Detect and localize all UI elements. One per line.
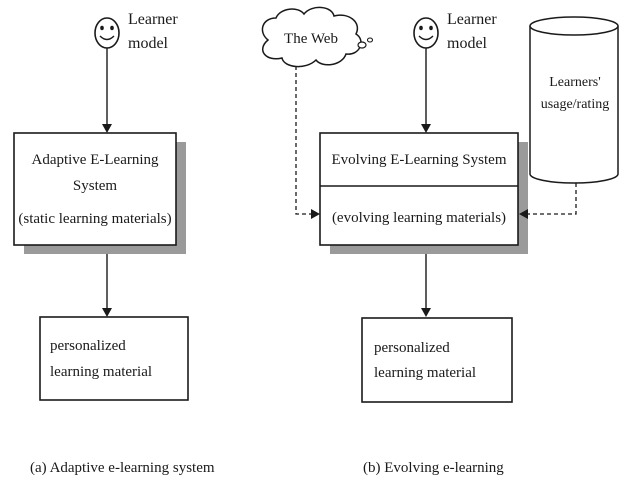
left-arrowhead-output <box>102 308 112 317</box>
left-diagram: Learner model Adaptive E-Learning System… <box>13 11 215 476</box>
right-caption: (b) Evolving e-learning <box>363 460 504 476</box>
right-system-subtitle: (evolving learning materials) <box>332 210 506 226</box>
right-output-box <box>361 317 513 403</box>
right-learner-smiley-icon <box>413 17 439 49</box>
right-arrowhead-learner <box>421 124 431 133</box>
left-system-box <box>13 132 177 246</box>
left-learner-smiley-icon <box>94 17 120 49</box>
left-output-box <box>39 316 189 401</box>
left-system-line1: Adaptive E-Learning <box>31 152 159 168</box>
right-output-line2: learning material <box>374 365 476 381</box>
left-learner-label-line2: model <box>128 35 169 52</box>
right-learner-label-line2: model <box>447 35 488 52</box>
right-system-title: Evolving E-Learning System <box>332 152 507 168</box>
left-system-line3: (static learning materials) <box>18 211 171 227</box>
left-caption: (a) Adaptive e-learning system <box>30 460 215 476</box>
left-system-line2: System <box>73 178 118 194</box>
learners-usage-database-icon <box>529 16 619 184</box>
web-dashed-arrowhead <box>311 209 320 219</box>
right-output-line1: personalized <box>374 340 450 356</box>
left-output-line2: learning material <box>50 364 152 380</box>
database-label-line1: Learners' <box>549 75 601 90</box>
right-system-box <box>319 132 519 246</box>
right-diagram: The Web Learner model Learners' usage/ra… <box>261 6 619 476</box>
left-learner-label-line1: Learner <box>128 11 178 28</box>
web-to-system-dashed-arrow <box>295 66 311 215</box>
web-label: The Web <box>284 31 338 47</box>
database-dashed-arrowhead <box>519 209 528 219</box>
left-arrowhead-learner <box>102 124 112 133</box>
database-to-system-dashed-arrow <box>528 183 577 215</box>
database-label-line2: usage/rating <box>541 97 609 112</box>
right-learner-label-line1: Learner <box>447 11 497 28</box>
web-cloud-icon <box>261 6 374 68</box>
right-arrowhead-output <box>421 308 431 317</box>
left-output-line1: personalized <box>50 338 126 354</box>
